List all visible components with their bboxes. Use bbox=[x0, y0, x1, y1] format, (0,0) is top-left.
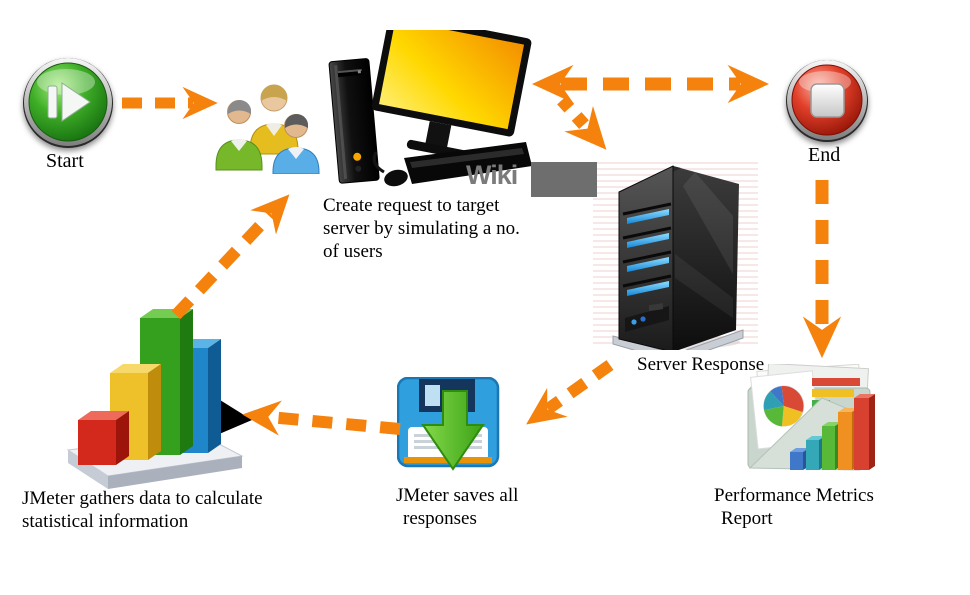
server-leds bbox=[622, 202, 672, 296]
report-folder-icon bbox=[746, 362, 881, 487]
computer-caption: Create request to target server by simul… bbox=[323, 195, 520, 262]
computer-mouse bbox=[372, 151, 408, 187]
computer-icon bbox=[318, 12, 533, 203]
report-3d-bars bbox=[790, 394, 875, 470]
chart-caption: JMeter gathers data to calculate statist… bbox=[22, 488, 263, 532]
floppy-save-icon bbox=[396, 376, 501, 478]
download-arrow-icon bbox=[421, 390, 485, 471]
statistics-chart-icon bbox=[60, 298, 255, 495]
server-response-label: Server Response bbox=[637, 354, 765, 375]
watermark-cover-box bbox=[531, 162, 597, 197]
end-icon bbox=[785, 59, 869, 148]
arrow-server-to-floppy bbox=[526, 360, 614, 425]
monitor-screen bbox=[379, 19, 525, 130]
end-label: End bbox=[808, 144, 841, 166]
bar-red bbox=[78, 411, 129, 465]
start-label: Start bbox=[46, 150, 84, 172]
arrow-down-to-server bbox=[557, 95, 607, 150]
server-icon bbox=[593, 158, 758, 363]
arrow-floppy-to-chart bbox=[242, 400, 401, 436]
floppy-caption: JMeter saves all responses bbox=[396, 485, 519, 529]
computer-tower bbox=[328, 58, 380, 184]
computer-monitor bbox=[371, 12, 532, 160]
start-icon bbox=[22, 57, 114, 154]
wiki-watermark: Wiki bbox=[466, 160, 518, 190]
report-caption: Performance Metrics Report bbox=[714, 485, 874, 529]
users-group-icon bbox=[212, 72, 334, 179]
